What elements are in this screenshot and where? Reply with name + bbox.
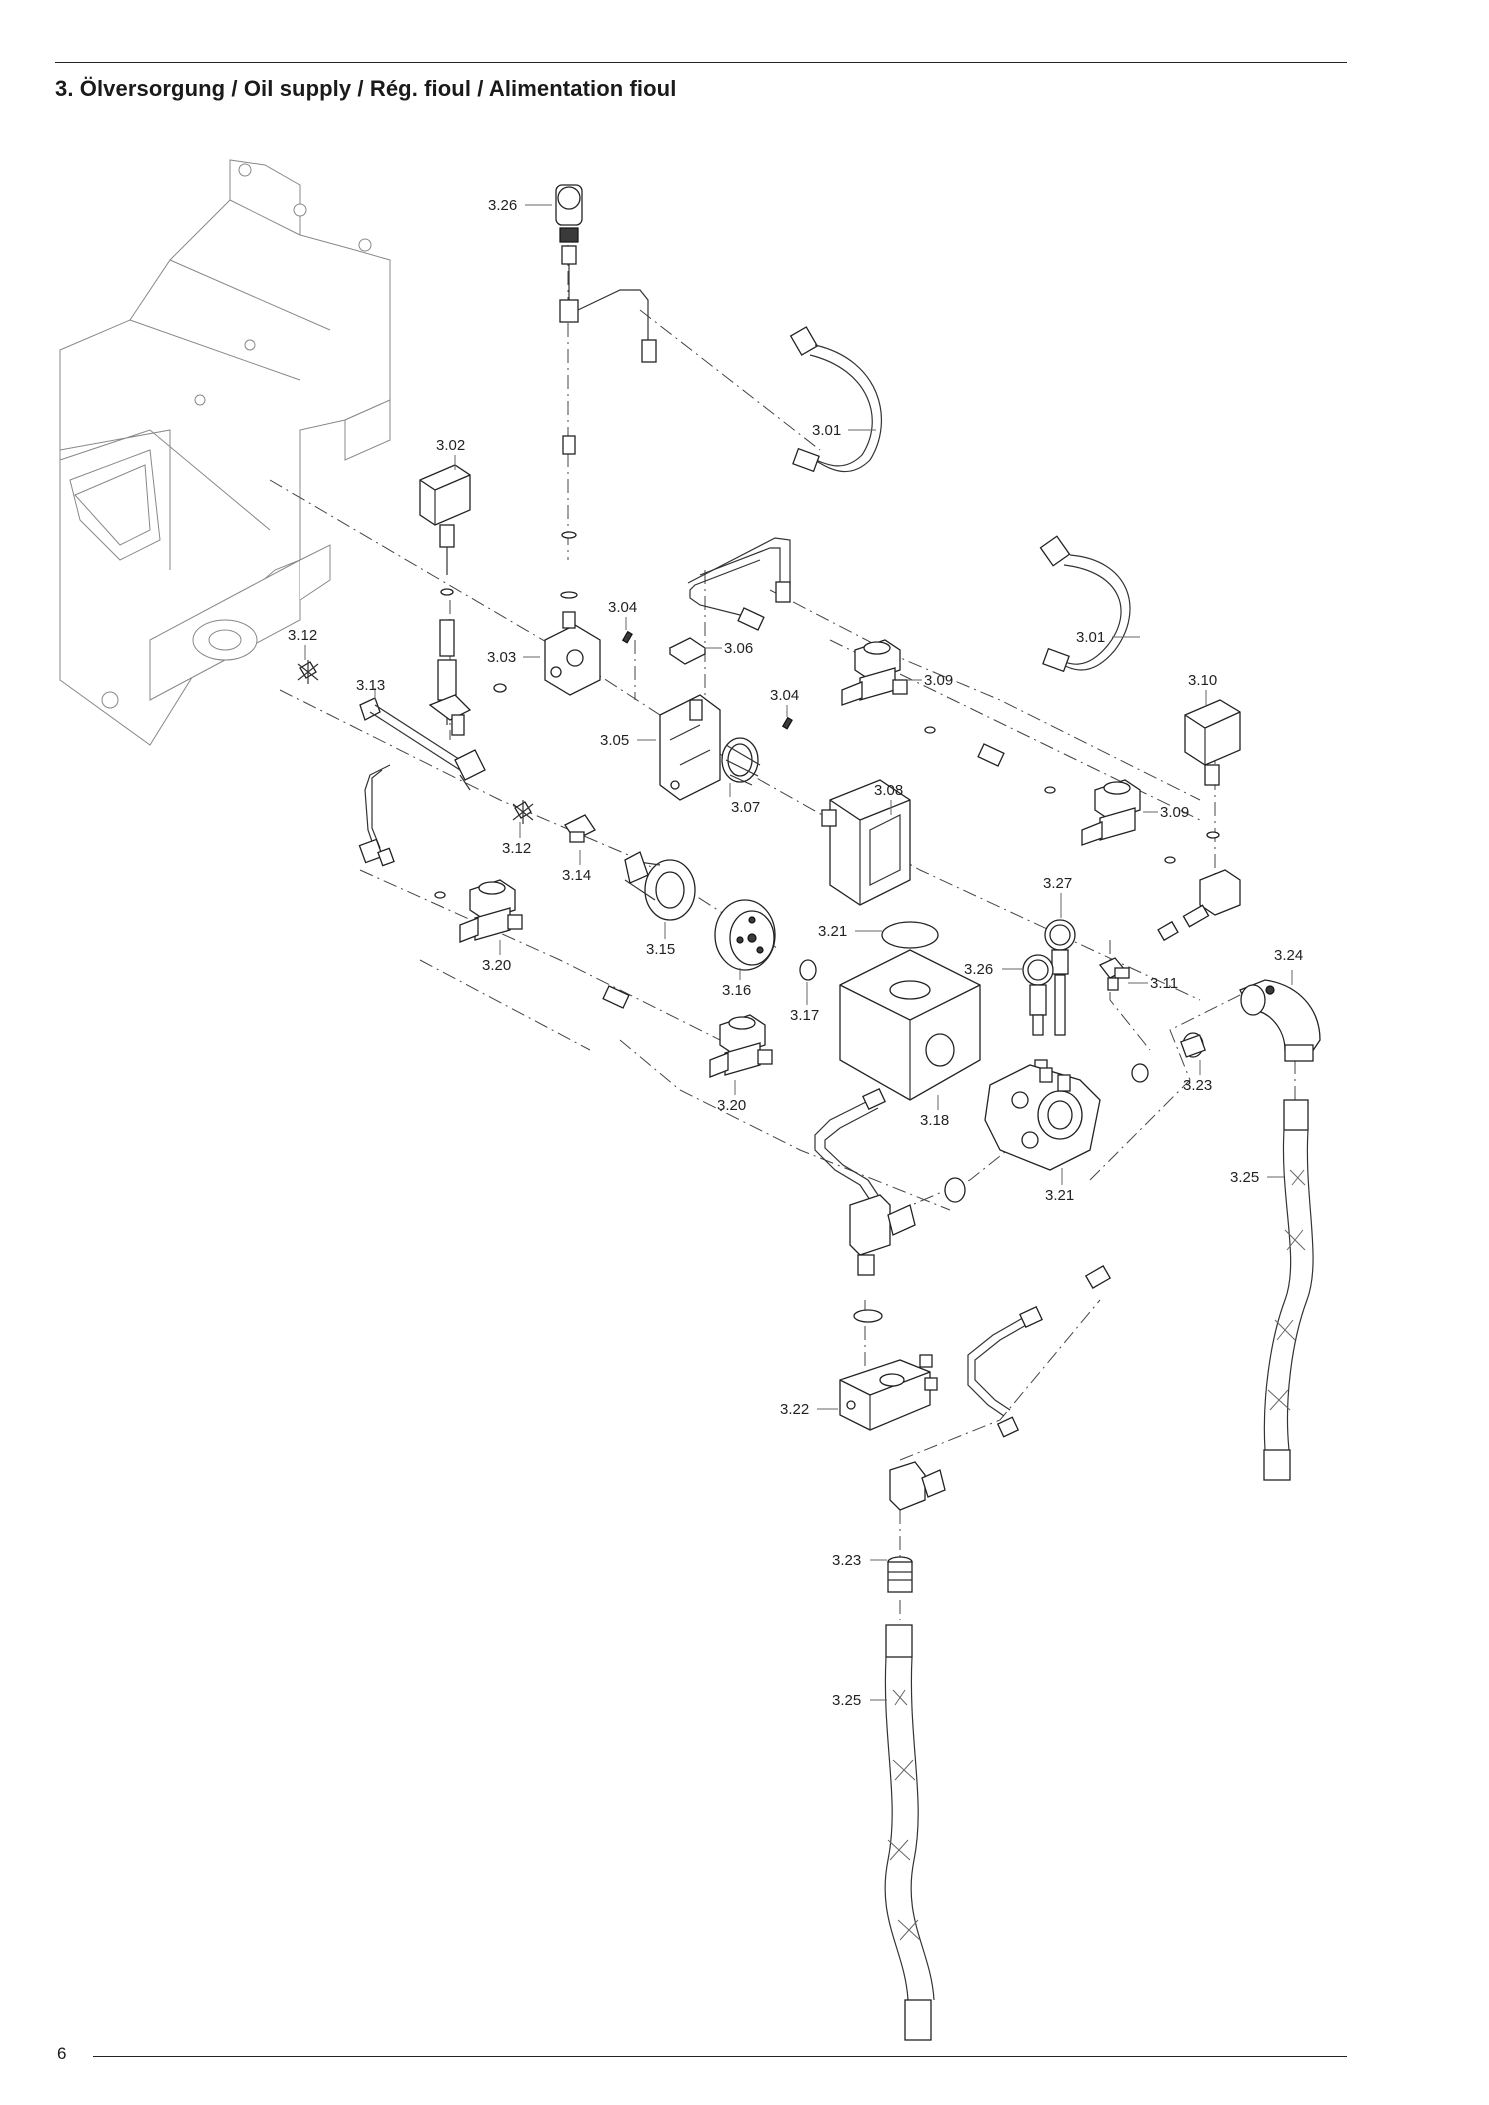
assembly-axis-lines (269, 245, 1296, 1620)
part-label: 3.09 (924, 672, 953, 689)
pipe-loop-lower-right (967, 1305, 1043, 1438)
pipe-assembly-lower (814, 1087, 1112, 1323)
solenoid-valve-3-10 (1184, 699, 1241, 839)
oil-hose-lower (1039, 535, 1131, 673)
part-label: 3.21 (1045, 1187, 1074, 1204)
star-coupling-3-12-upper (297, 660, 319, 684)
cover-disk-3-21 (881, 921, 939, 949)
oil-pump-3-21 (984, 1064, 1101, 1171)
o-ring-3-17 (799, 959, 817, 981)
part-label: 3.24 (1274, 947, 1303, 964)
inline-fittings-vertical (560, 435, 578, 599)
motor-3-08 (821, 779, 911, 906)
pressure-gauge-3-26-right (1022, 954, 1054, 1081)
coupling-3-07 (721, 737, 761, 786)
part-label: 3.22 (780, 1401, 809, 1418)
part-number-labels: 3.26 3.01 3.02 3.04 3.12 3.03 3.06 3.01 … (288, 197, 1303, 1709)
part-label: 3.26 (964, 961, 993, 978)
bracket-3-05 (659, 694, 721, 801)
part-label: 3.03 (487, 649, 516, 666)
valve-block-3-22 (839, 1354, 938, 1431)
distributor-block-3-03 (544, 611, 601, 696)
part-label: 3.27 (1043, 875, 1072, 892)
tee-block-right (1157, 869, 1241, 942)
part-label: 3.13 (356, 677, 385, 694)
part-label: 3.17 (790, 1007, 819, 1024)
top-rule (55, 62, 1347, 63)
part-label: 3.20 (717, 1097, 746, 1114)
solenoid-valve-3-02 (419, 464, 471, 725)
burner-housing (59, 159, 391, 746)
star-coupling-3-12-lower (512, 800, 534, 824)
part-label: 3.11 (1150, 975, 1178, 992)
pipe-loop-left (358, 764, 446, 899)
part-label: 3.04 (608, 599, 637, 616)
braided-hose-3-25-lower (884, 1624, 935, 2041)
part-label: 3.05 (600, 732, 629, 749)
part-label: 3.14 (562, 867, 591, 884)
tee-fitting-3-11 (1098, 957, 1130, 991)
part-label: 3.21 (818, 923, 847, 940)
pressure-gauge-top (555, 184, 657, 363)
solenoid-valve-3-09-lower (924, 726, 1176, 864)
bottom-rule (93, 2056, 1347, 2057)
pump-housing-3-18 (839, 949, 981, 1101)
pump-cover-3-16 (714, 899, 776, 971)
coupling-3-14 (564, 814, 596, 843)
flange-3-15 (624, 851, 696, 921)
part-label: 3.01 (812, 422, 841, 439)
part-label: 3.10 (1188, 672, 1217, 689)
solenoid-valve-3-20-upper (459, 879, 523, 943)
solenoid-valve-3-09-upper (841, 639, 908, 706)
part-label: 3.08 (874, 782, 903, 799)
part-label: 3.09 (1160, 804, 1189, 821)
part-label: 3.18 (920, 1112, 949, 1129)
part-label: 3.15 (646, 941, 675, 958)
part-label: 3.23 (1183, 1077, 1212, 1094)
tee-fitting-near-3-03 (428, 683, 507, 736)
part-label: 3.06 (724, 640, 753, 657)
nipple-3-23-lower (887, 1556, 913, 1593)
page-title: 3. Ölversorgung / Oil supply / Rég. fiou… (55, 76, 677, 101)
label-leader-lines (304, 204, 1293, 1701)
pipe-loop-upper (687, 537, 791, 631)
braided-hose-3-25-right (1263, 1099, 1314, 1481)
part-label: 3.26 (488, 197, 517, 214)
nipple-3-23-right (1131, 1032, 1206, 1083)
connector-pins-3-04 (621, 630, 793, 730)
part-label: 3.07 (731, 799, 760, 816)
pressure-gauge-3-27 (1044, 919, 1076, 1036)
part-label: 3.02 (436, 437, 465, 454)
oil-hose-upper (789, 326, 882, 473)
page-number: 6 (57, 2044, 67, 2063)
part-label: 3.01 (1076, 629, 1105, 646)
part-label: 3.25 (832, 1692, 861, 1709)
pad-3-06 (668, 637, 707, 665)
part-label: 3.25 (1230, 1169, 1259, 1186)
part-label: 3.12 (502, 840, 531, 857)
part-label: 3.20 (482, 957, 511, 974)
part-label: 3.16 (722, 982, 751, 999)
elbow-3-24 (1239, 979, 1321, 1062)
part-label: 3.12 (288, 627, 317, 644)
part-label: 3.23 (832, 1552, 861, 1569)
part-label: 3.04 (770, 687, 799, 704)
solenoid-valve-3-20-lower (602, 985, 773, 1078)
elbow-fitting-lower (889, 1461, 946, 1511)
drive-shaft-3-13 (359, 697, 486, 791)
